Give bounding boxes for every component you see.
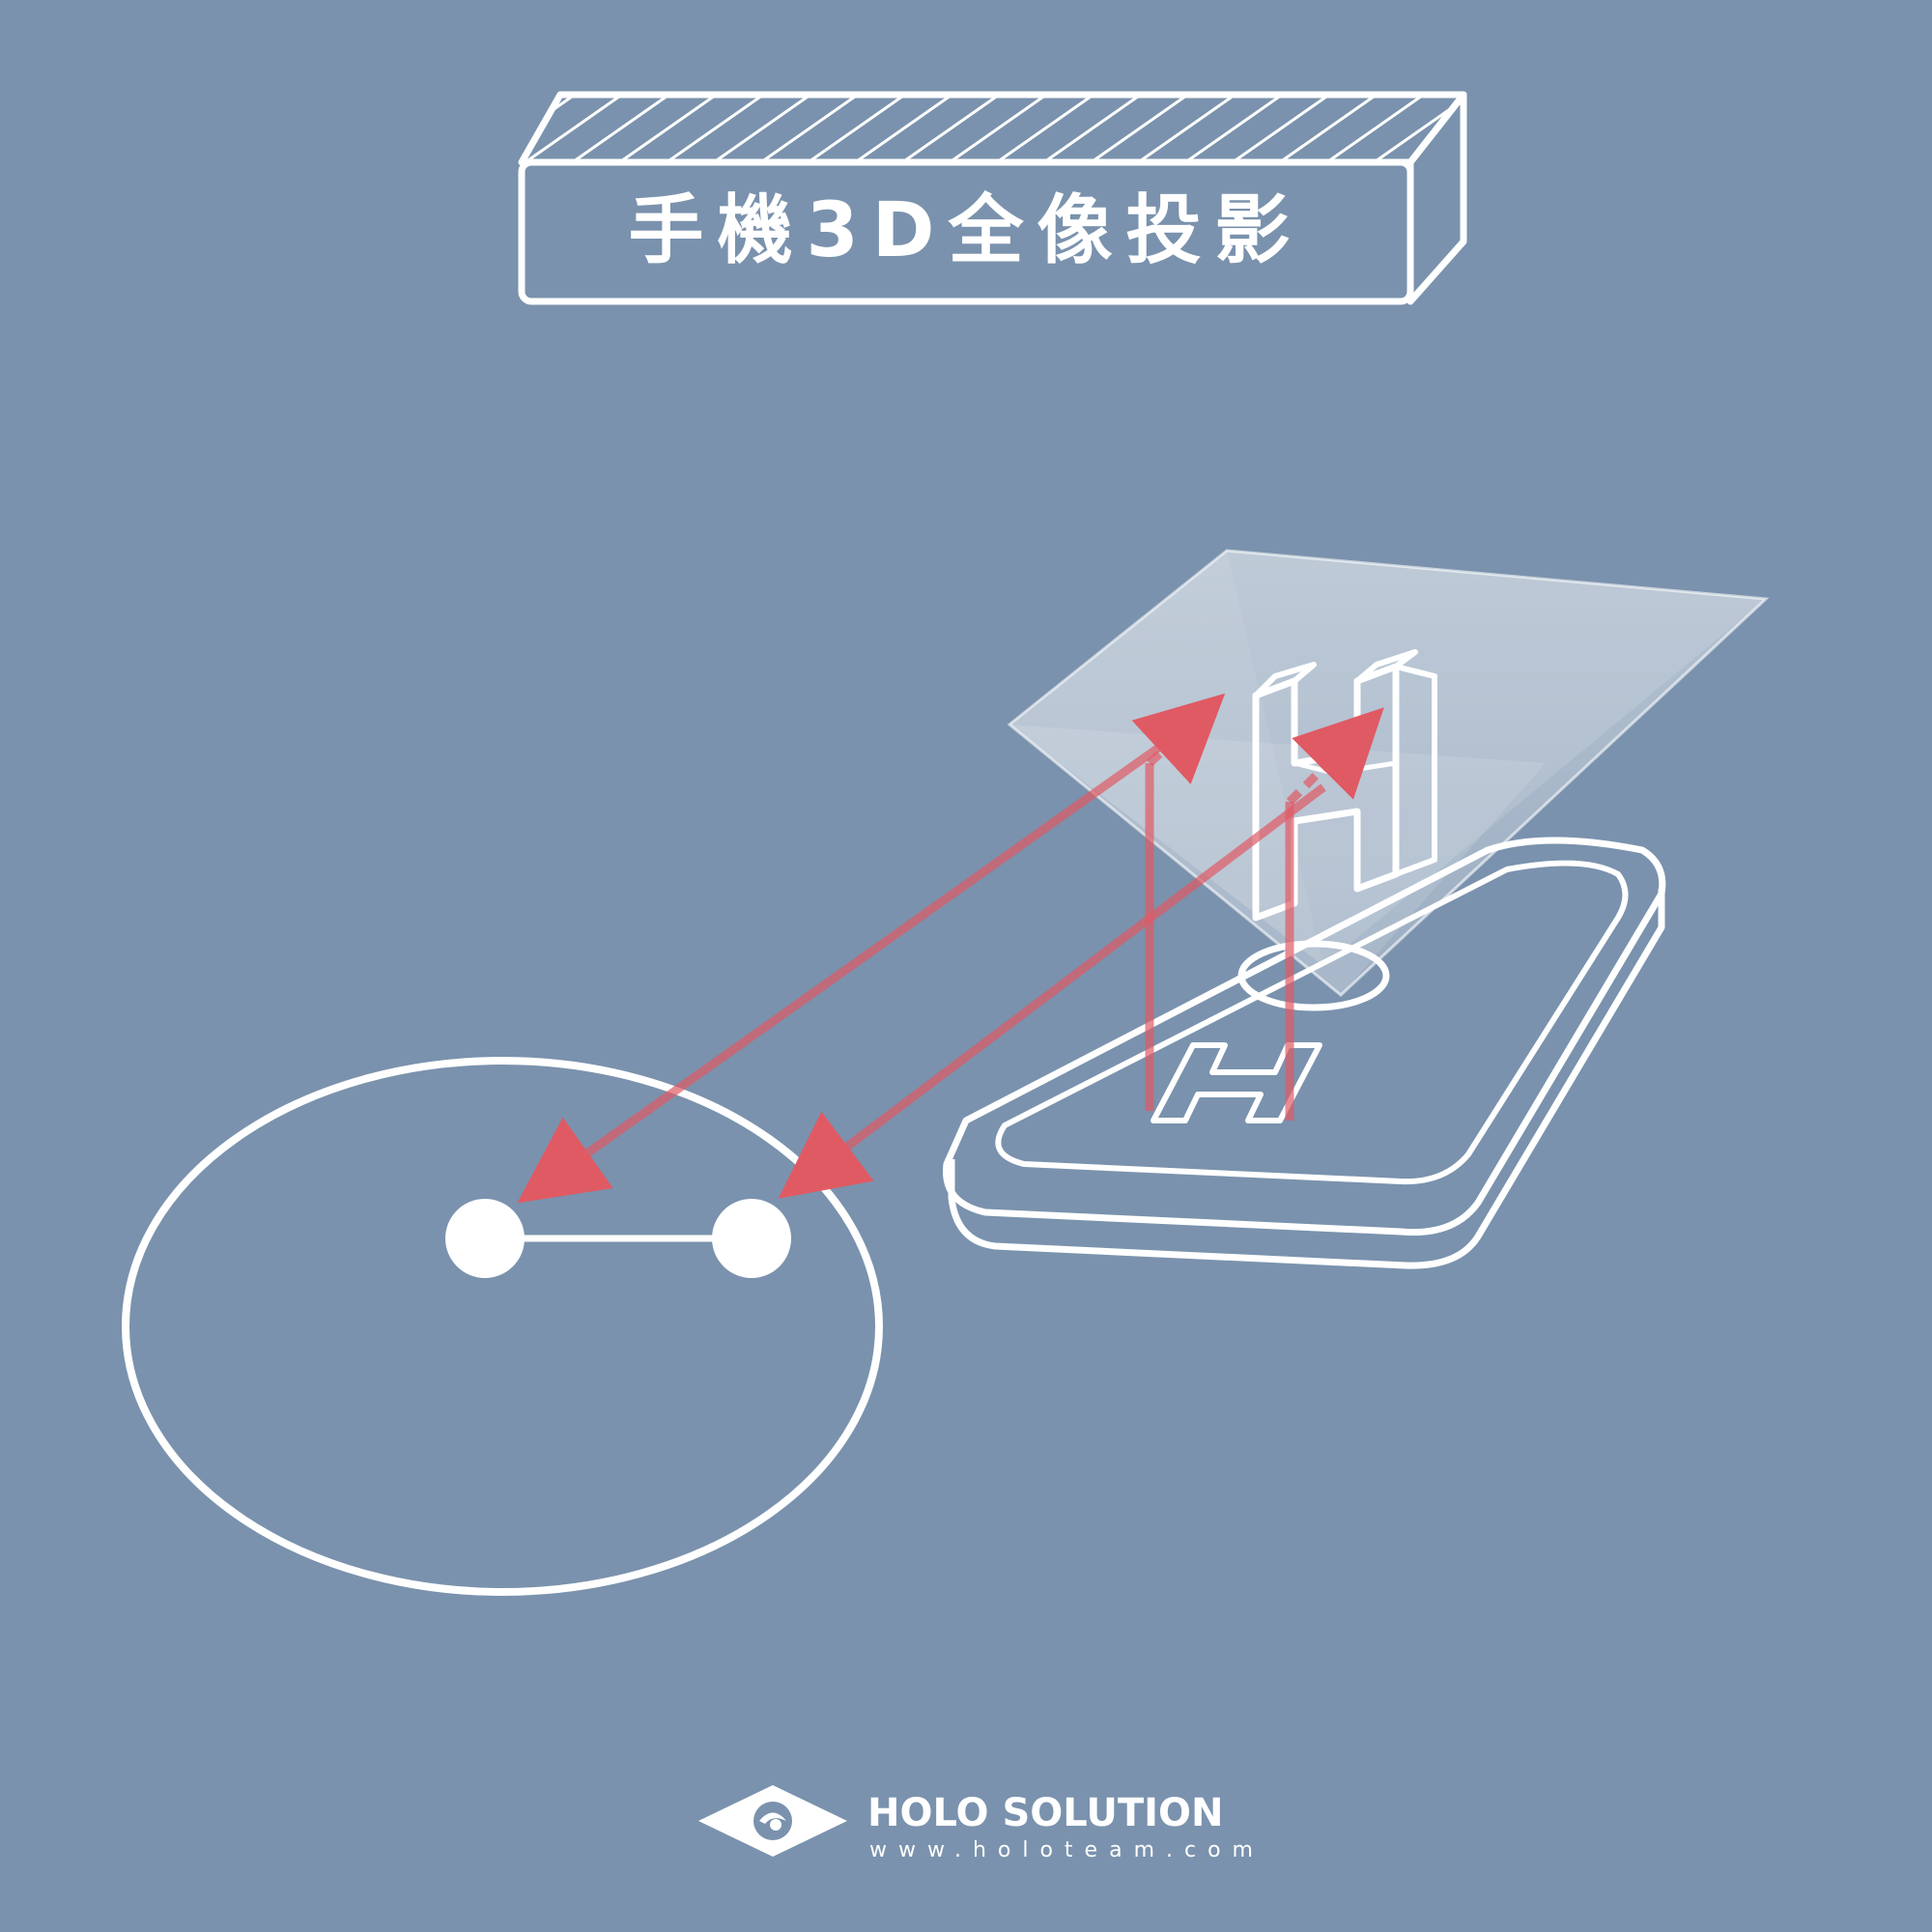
holo-eye-logo-icon xyxy=(698,1785,847,1857)
projection-rays xyxy=(1131,693,1384,1121)
phone-illustration xyxy=(943,837,1666,1269)
brand-url: www.holoteam.com xyxy=(869,1838,1264,1862)
hologram-pyramid xyxy=(1007,549,1770,1011)
page-title: 手機3D全像投影 xyxy=(628,187,1303,274)
title-banner: 手機3D全像投影 xyxy=(518,91,1467,305)
brand-logo: HOLO SOLUTION www.holoteam.com xyxy=(698,1785,1264,1862)
sight-lines xyxy=(517,740,1326,1204)
brand-name: HOLO SOLUTION xyxy=(867,1791,1223,1835)
eye-icon xyxy=(122,1057,883,1596)
screen-h-letter xyxy=(1151,1042,1322,1123)
